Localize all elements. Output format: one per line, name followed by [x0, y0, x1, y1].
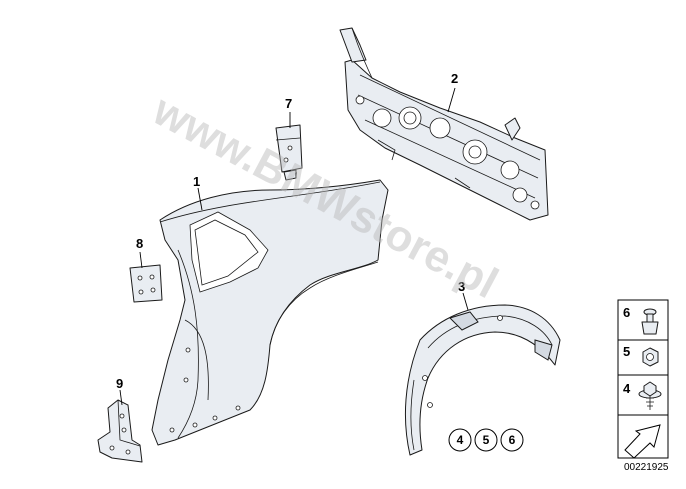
callout-3: 3 [458, 279, 465, 294]
bracket-7-part [275, 124, 303, 181]
callout-2: 2 [451, 71, 458, 86]
callout-7: 7 [285, 96, 292, 111]
bracket-9-part [97, 399, 143, 463]
legend-label-6: 6 [623, 305, 630, 320]
callout-8: 8 [136, 236, 143, 251]
hex-nut-icon [642, 347, 659, 367]
fastener-legend: 6 5 4 [617, 299, 669, 459]
collar-nut-icon [638, 381, 662, 410]
leader-lines [119, 87, 469, 406]
circled-ref-5: 5 [483, 433, 490, 447]
diagram-id: 00221925 [624, 462, 669, 473]
circled-ref-6: 6 [509, 433, 516, 447]
callout-1: 1 [193, 174, 200, 189]
side-panel-part [151, 179, 389, 446]
rear-panel-part [339, 27, 549, 221]
direction-arrow-icon [624, 424, 661, 459]
legend-label-4: 4 [623, 381, 631, 396]
plate-8-part [129, 264, 163, 303]
wheel-arch-cover-part [404, 304, 561, 456]
callout-9: 9 [116, 376, 123, 391]
expanding-rivet-icon [641, 308, 659, 335]
circled-ref-4: 4 [457, 433, 464, 447]
circled-reference-group: 4 5 6 [448, 428, 524, 452]
legend-label-5: 5 [623, 344, 630, 359]
